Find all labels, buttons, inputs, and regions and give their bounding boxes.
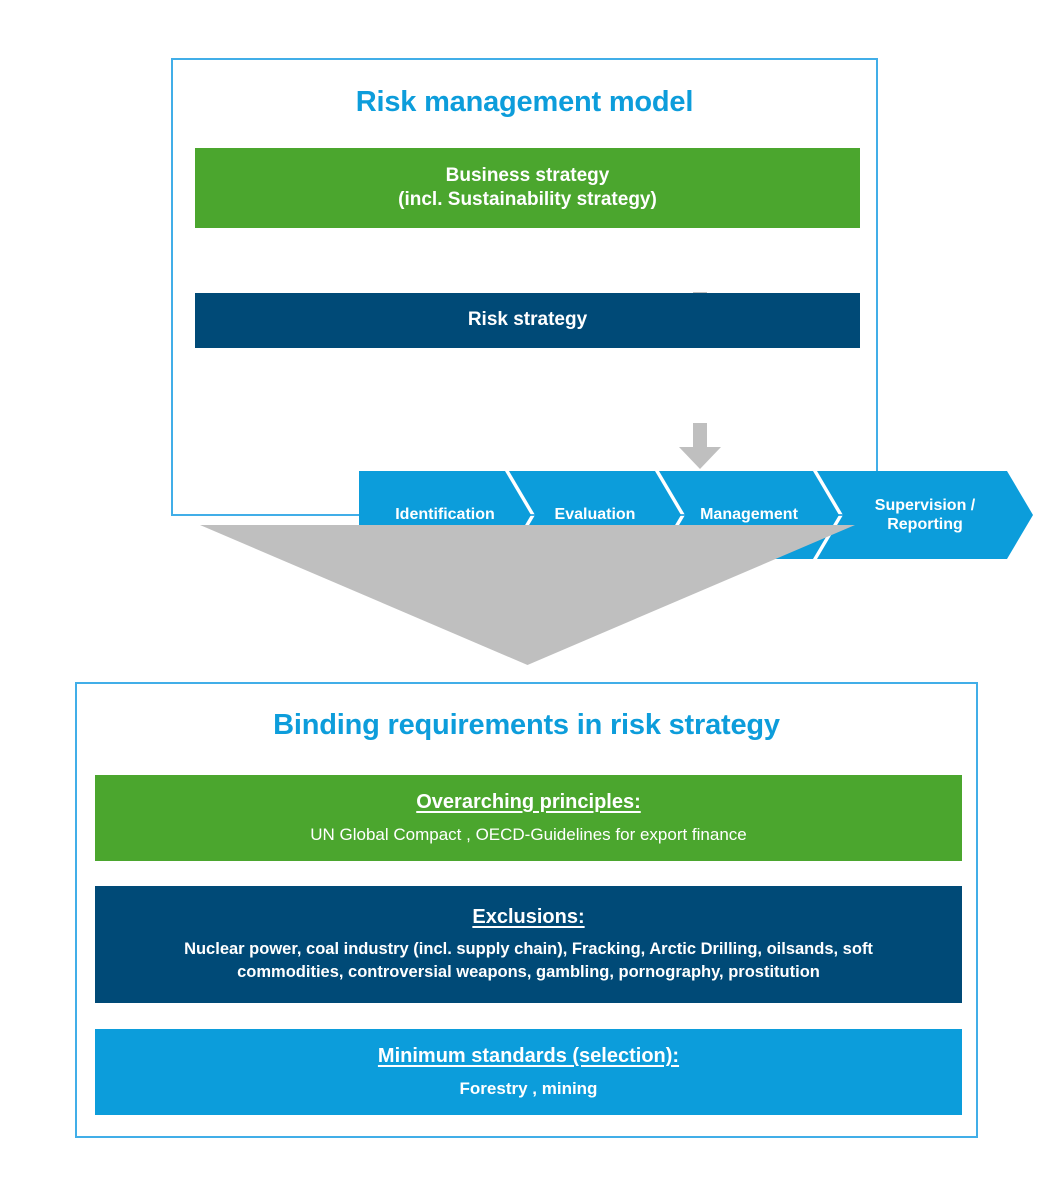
page-title: Risk management model <box>355 86 694 118</box>
business-strategy-line2: (incl. Sustainability strategy) <box>398 189 657 210</box>
minimum-standards-heading: Minimum standards (selection): <box>377 1044 680 1067</box>
binding-requirements-panel: Binding requirements in risk strategy Ov… <box>75 682 978 1138</box>
process-step-label: Identification <box>395 506 495 524</box>
minimum-standards-body: Forestry , mining <box>459 1078 598 1098</box>
business-strategy-line1: Business strategy <box>445 164 610 186</box>
process-step-label-wrapper: Supervision / Reporting <box>869 496 981 534</box>
risk-strategy-box: Risk strategy <box>195 293 860 348</box>
process-step-label-line1: Supervision / <box>874 496 976 514</box>
exclusions-body-line2: commodities, controversial weapons, gamb… <box>237 962 820 981</box>
risk-management-model-panel: Risk management model Business strategy … <box>171 58 878 516</box>
overarching-principles-heading: Overarching principles: <box>416 790 641 813</box>
funnel-down-arrow-icon <box>200 525 855 665</box>
exclusions-box: Exclusions: Nuclear power, coal industry… <box>95 886 962 1003</box>
binding-requirements-title: Binding requirements in risk strategy <box>273 709 780 741</box>
process-step-supervision-reporting[interactable]: Supervision / Reporting <box>817 471 1033 559</box>
risk-strategy-label: Risk strategy <box>467 309 588 331</box>
overarching-principles-box: Overarching principles: UN Global Compac… <box>95 775 962 861</box>
down-arrow-icon <box>679 423 721 469</box>
exclusions-heading: Exclusions: <box>472 906 585 929</box>
overarching-principles-body: UN Global Compact , OECD-Guidelines for … <box>310 824 747 844</box>
business-strategy-box: Business strategy (incl. Sustainability … <box>195 148 860 228</box>
process-step-label: Evaluation <box>554 506 636 524</box>
process-step-label-line2: Reporting <box>887 516 963 533</box>
process-step-label: Management <box>700 506 798 524</box>
exclusions-body-line1: Nuclear power, coal industry (incl. supp… <box>184 940 873 959</box>
minimum-standards-box: Minimum standards (selection): Forestry … <box>95 1029 962 1115</box>
